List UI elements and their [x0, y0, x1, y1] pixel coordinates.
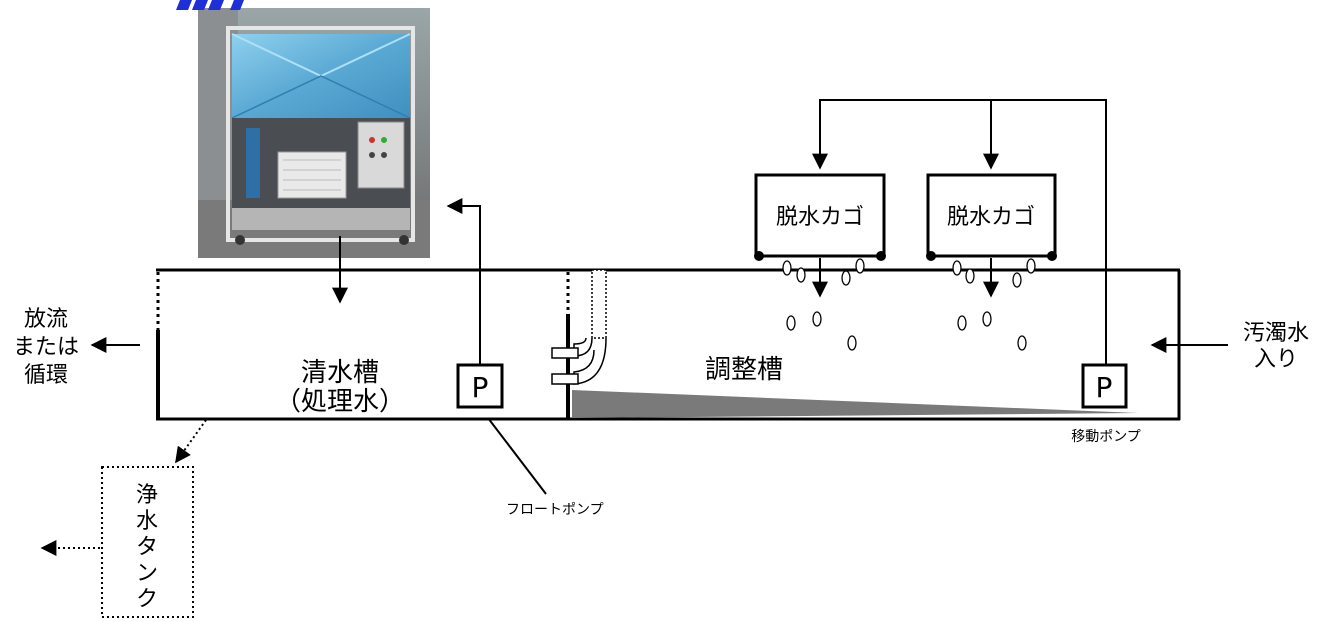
- dewatering-basket-1: 脱水カゴ: [754, 173, 886, 261]
- treated-water-label: （処理水）: [275, 387, 405, 417]
- float-pump-label: フロートポンプ: [506, 502, 604, 518]
- inflow-label-1: 汚濁水: [1243, 321, 1309, 346]
- clean-tank-char: 水: [136, 509, 158, 534]
- basket-1-label: 脱水カゴ: [776, 205, 864, 230]
- pump-left-label: P: [472, 371, 489, 404]
- clear-water-tank-label: 清水槽: [301, 358, 379, 388]
- pump-right-label: P: [1096, 371, 1113, 404]
- mobile-pump-label: 移動ポンプ: [1071, 429, 1141, 445]
- clean-water-tank: [101, 466, 194, 618]
- transfer-pipe: [551, 269, 607, 385]
- float-pump-box: P: [456, 363, 504, 409]
- dewatering-basket-2: 脱水カゴ: [926, 173, 1057, 261]
- discharge-label-3: 循環: [24, 363, 68, 388]
- logo-mark: [176, 0, 244, 10]
- mobile-pump-box: P: [1081, 363, 1128, 409]
- inflow-label-2: 入り: [1254, 347, 1298, 372]
- bubbles: [782, 258, 1036, 351]
- discharge-label-1: 放流: [24, 307, 68, 332]
- basket-2-label: 脱水カゴ: [947, 205, 1035, 230]
- flow-arrows: [40, 99, 1228, 556]
- sediment-layer: [572, 390, 1138, 418]
- clean-tank-char: タ: [136, 535, 158, 560]
- water-treatment-unit-photo: [198, 8, 430, 258]
- adjustment-tank-label: 調整槽: [705, 355, 783, 385]
- clean-tank-char: ン: [136, 561, 158, 586]
- discharge-label-2: または: [13, 335, 79, 360]
- clean-tank-char: 浄: [136, 483, 158, 508]
- clean-tank-label: 浄 水 タ ン ク: [136, 483, 158, 612]
- clean-tank-char: ク: [136, 587, 158, 612]
